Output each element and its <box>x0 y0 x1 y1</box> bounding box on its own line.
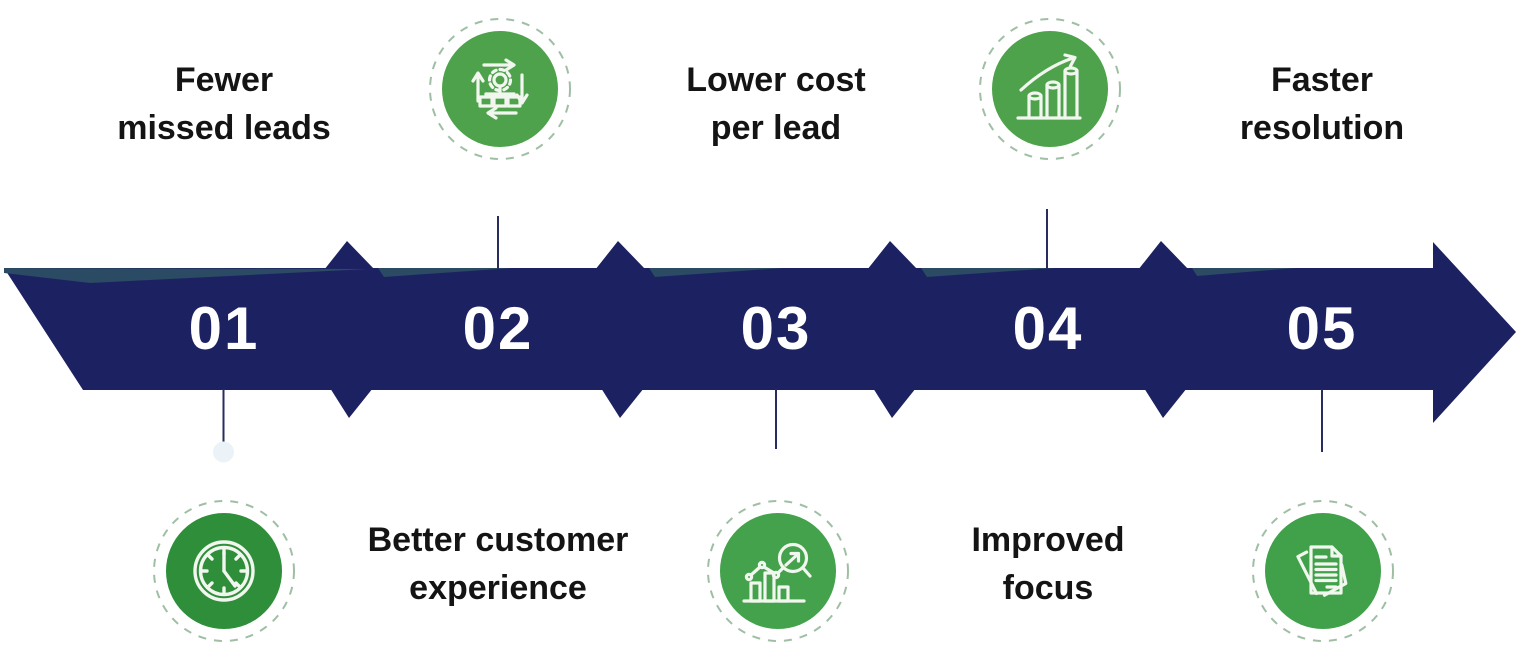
step-number-02: 02 <box>462 295 534 362</box>
growth-chart-icon <box>970 9 1130 169</box>
band-shadow-sliver <box>649 268 783 277</box>
step-number-05: 05 <box>1286 295 1358 362</box>
chevron-spike <box>601 388 644 418</box>
band-shadow-sliver <box>378 268 512 277</box>
connector-lines <box>222 209 1323 452</box>
analytics-search-icon <box>698 491 858 651</box>
chevron-spike <box>1144 388 1187 418</box>
chevron-spike <box>873 388 916 418</box>
chevron-spike <box>867 241 918 270</box>
arrow-band-shape <box>4 242 1516 423</box>
band-shadow-sliver <box>1192 268 1296 276</box>
benefit-label-improved-focus: Improved focus <box>971 521 1125 607</box>
step-number-04: 04 <box>1012 295 1084 362</box>
chevron-spikes <box>324 241 1189 418</box>
benefit-label-faster-resolution: Faster resolution <box>1239 61 1405 147</box>
step-number-01: 01 <box>188 295 260 362</box>
chevron-spike <box>324 241 375 270</box>
benefit-label-better-customer-experience: Better customer experience <box>367 521 629 607</box>
band-shadow-sliver <box>921 268 1055 277</box>
process-automation-icon <box>420 9 580 169</box>
chevron-spike <box>1138 241 1189 270</box>
connector-end-dot <box>213 441 234 463</box>
band-shadow-sliver <box>4 268 368 283</box>
step-number-03: 03 <box>740 295 812 362</box>
benefit-label-fewer-missed-leads: Fewer missed leads <box>117 61 331 147</box>
documents-icon <box>1243 491 1403 651</box>
chevron-spike <box>595 241 646 270</box>
chevron-spike <box>330 388 373 418</box>
band-shadow-slivers <box>4 268 1296 283</box>
benefit-label-lower-cost-per-lead: Lower cost per lead <box>686 61 866 147</box>
clock-icon <box>144 491 304 651</box>
